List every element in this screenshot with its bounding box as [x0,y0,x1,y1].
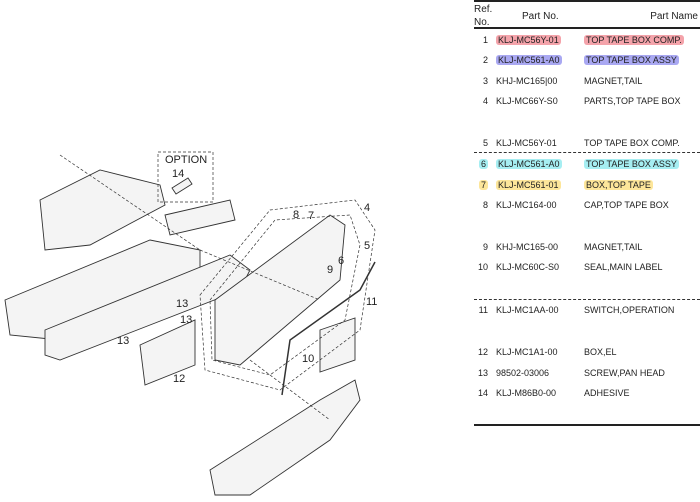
assembly-outline-4 [199,199,376,391]
feeder-bottom [209,379,361,496]
option-box [157,151,214,203]
option-label: OPTION [165,154,207,166]
ref-cell: 14 [477,388,488,398]
callout-10: 10 [302,353,314,365]
group-divider [474,152,700,153]
table-header: Ref. No. Part No. Part Name [474,0,700,29]
ref-cell: 12 [477,347,488,357]
ref-cell: 4 [482,96,488,106]
dash-line [249,359,331,421]
table-row: 5 KLJ-MC56Y-01 TOP TAPE BOX COMP. [474,138,700,152]
table-row: 11 KLJ-MC1AA-00 SWITCH,OPERATION [474,305,700,319]
callout-13: 13 [176,298,188,310]
table-row: 10 KLJ-MC60C-S0 SEAL,MAIN LABEL [474,262,700,276]
part-name-cell: BOX,EL [584,347,617,357]
part-no-cell: KLJ-MC60C-S0 [496,262,560,272]
assembly-outline-5 [209,214,361,376]
part-no-cell: KLJ-MC561-A0 [496,55,562,65]
ref-cell: 5 [482,138,488,148]
callout-8: 8 [293,209,299,221]
part-name-cell: TOP TAPE BOX COMP. [584,138,680,148]
side-plate [164,199,236,236]
part-no-cell: KLJ-MC66Y-S0 [496,96,558,106]
table-bottom-rule [474,424,700,426]
exploded-parts-diagram: OPTION 14 4 8 7 5 6 9 11 13 13 13 10 12 [4,151,377,496]
part-name-cell: BOX,TOP TAPE [584,180,653,190]
part-name-cell: CAP,TOP TAPE BOX [584,200,669,210]
part-no-cell: KLJ-MC561-A0 [496,159,562,169]
top-tape-box [214,214,346,366]
table-row: 4 KLJ-MC66Y-S0 PARTS,TOP TAPE BOX [474,96,700,110]
part-no-cell: KLJ-MC164-00 [496,200,557,210]
table-row: 7 KLJ-MC561-01 BOX,TOP TAPE [474,180,700,194]
label-seal [319,317,356,373]
ref-cell: 9 [482,242,488,252]
part-no-cell: 98502-03006 [496,368,550,378]
part-name-cell: MAGNET,TAIL [584,242,643,252]
group-divider [474,299,700,300]
table-row: 1 KLJ-MC56Y-01 TOP TAPE BOX COMP. [474,35,700,49]
ref-cell: 13 [477,368,488,378]
part-name-cell: PARTS,TOP TAPE BOX [584,96,681,106]
dash-line [199,249,321,301]
part-name-cell: SCREW,PAN HEAD [584,368,665,378]
header-no: No. [474,17,490,28]
part-no-cell: KLJ-M86B0-00 [496,388,557,398]
ref-cell: 6 [478,159,488,169]
ref-cell: 8 [482,200,488,210]
callout-6: 6 [338,255,344,267]
part-no-cell: KHJ-MC165-00 [496,242,559,252]
table-row: 9 KHJ-MC165-00 MAGNET,TAIL [474,242,700,256]
part-name-cell: SWITCH,OPERATION [584,305,675,315]
ref-cell: 11 [478,305,488,315]
table-row: 13 98502-03006 SCREW,PAN HEAD [474,368,700,382]
el-box [139,319,196,386]
table-row: 14 KLJ-M86B0-00 ADHESIVE [474,388,700,402]
ref-cell: 1 [482,35,488,45]
callout-12: 12 [173,373,185,385]
part-no-cell: KLJ-MC1AA-00 [496,305,559,315]
ref-cell: 3 [482,76,488,86]
callout-13: 13 [180,314,192,326]
table-row: 3 KHJ-MC165|00 MAGNET,TAIL [474,76,700,90]
part-no-cell: KLJ-MC56Y-01 [496,35,561,45]
part-name-cell: TOP TAPE BOX COMP. [584,35,684,45]
part-no-cell: KLJ-MC561-01 [496,180,561,190]
dash-line [59,154,201,251]
callout-7: 7 [308,210,314,222]
part-no-cell: KHJ-MC165|00 [496,76,558,86]
part-name-cell: TOP TAPE BOX ASSY [584,159,679,169]
table-row: 8 KLJ-MC164-00 CAP,TOP TAPE BOX [474,200,700,214]
ref-cell: 10 [477,262,488,272]
table-row: 6 KLJ-MC561-A0 TOP TAPE BOX ASSY [474,159,700,173]
part-name-cell: MAGNET,TAIL [584,76,643,86]
callout-4: 4 [364,202,370,214]
header-ref: Ref. [474,4,493,15]
rail-upper [39,169,166,251]
header-part-name: Part Name [650,11,698,22]
part-name-cell: TOP TAPE BOX ASSY [584,55,679,65]
part-no-cell: KLJ-MC56Y-01 [496,138,557,148]
ref-cell: 7 [478,180,488,190]
part-name-cell: SEAL,MAIN LABEL [584,262,663,272]
table-row: 2 KLJ-MC561-A0 TOP TAPE BOX ASSY [474,55,700,69]
option-adhesive [171,177,193,195]
callout-11: 11 [366,296,377,308]
callout-9: 9 [327,264,333,276]
ref-cell: 2 [482,55,488,65]
part-no-cell: KLJ-MC1A1-00 [496,347,558,357]
callout-5: 5 [364,240,370,252]
part-name-cell: ADHESIVE [584,388,630,398]
callout-14: 14 [172,168,184,180]
callout-13: 13 [117,335,129,347]
header-part-no: Part No. [522,11,559,22]
switch-cable [281,261,376,396]
table-row: 12 KLJ-MC1A1-00 BOX,EL [474,347,700,361]
